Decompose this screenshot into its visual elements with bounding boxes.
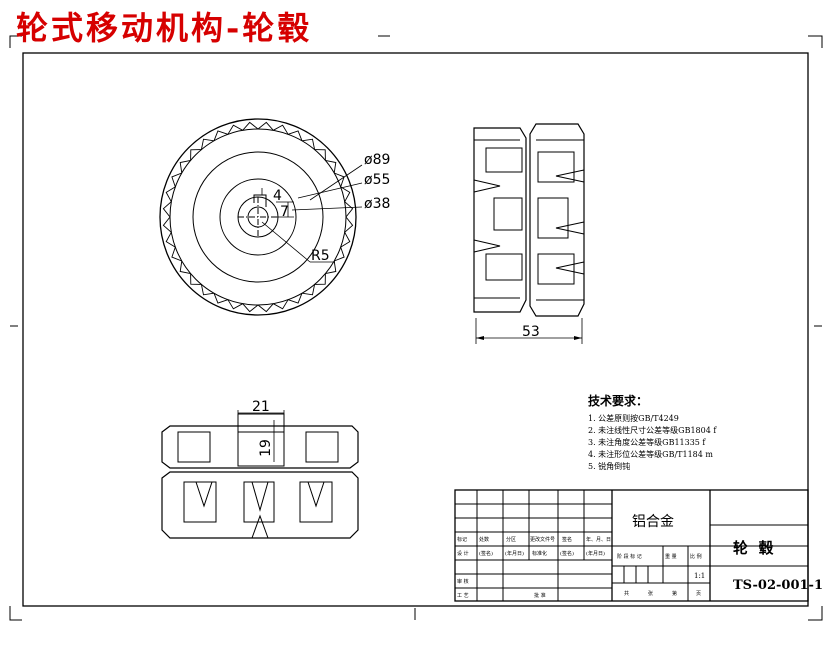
tread-tooth — [162, 201, 172, 218]
tread-tooth — [227, 124, 243, 135]
tread-tooth — [314, 273, 326, 285]
dim-keyway-depth: 7 — [280, 204, 289, 220]
tread-tooth — [344, 216, 354, 233]
tread-tooth — [325, 159, 337, 174]
change-sign-header: 签名 — [562, 536, 572, 543]
weight-label: 重 量 — [665, 553, 677, 560]
part-name: 轮 毂 — [733, 539, 773, 557]
tread-tooth — [344, 201, 354, 218]
dim-r5: R5 — [311, 248, 330, 264]
design-date: (年月日) — [505, 550, 524, 557]
tread-tooth — [287, 130, 303, 141]
dim-hub-19: 19 — [258, 439, 274, 457]
tread-tooth — [242, 121, 259, 131]
change-count-header: 处数 — [479, 536, 489, 543]
tread-tooth — [340, 186, 351, 202]
dim-hub-21: 21 — [252, 399, 270, 415]
tech-requirement-item: 5. 锐角倒钝 — [588, 462, 631, 471]
design-label: 设 计 — [457, 550, 469, 557]
tech-requirement-item: 3. 未注角度公差等级GB11335 f — [588, 438, 706, 447]
tread-tooth — [162, 216, 172, 233]
title-block — [454, 489, 809, 602]
tread-tooth — [213, 130, 229, 141]
sheet-num-label: 第 — [672, 590, 677, 597]
sheet-total-label: 共 — [624, 590, 629, 597]
tech-requirements-title: 技术要求： — [588, 394, 649, 408]
change-date-header: 年、月、日 — [586, 536, 611, 543]
standard-date: (年月日) — [586, 550, 605, 557]
standard-label: 标准化 — [532, 550, 547, 557]
tread-tooth — [200, 138, 215, 150]
sheet-unit-label: 张 — [648, 590, 653, 597]
top-view — [161, 410, 359, 539]
dim-d89: ø89 — [364, 152, 390, 168]
tech-requirement-item: 2. 未注线性尺寸公差等级GB1804 f — [588, 426, 717, 435]
tread-tooth — [171, 172, 182, 188]
dim-d38: ø38 — [364, 196, 390, 212]
front-view — [159, 118, 363, 316]
tech-requirement-item: 1. 公差原则按GB/T4249 — [588, 414, 679, 423]
approve-label: 批 准 — [534, 592, 546, 599]
design-sign: (签名) — [479, 550, 493, 557]
outer-frame — [9, 35, 823, 621]
tread-tooth — [242, 303, 259, 313]
tread-tooth — [273, 299, 289, 310]
review-label: 审 核 — [457, 578, 469, 585]
tread-tooth — [314, 149, 326, 161]
dim-d55: ø55 — [364, 172, 390, 188]
change-zone-header: 分区 — [506, 536, 516, 543]
tire-treads — [162, 121, 354, 313]
tread-tooth — [200, 284, 215, 296]
material-label: 铝合金 — [632, 514, 674, 530]
tread-tooth — [165, 232, 176, 248]
tread-tooth — [227, 299, 243, 310]
inner-border — [22, 52, 809, 607]
tread-tooth — [179, 159, 191, 174]
tread-tooth — [171, 246, 182, 262]
tread-tooth — [340, 232, 351, 248]
tread-tooth — [301, 284, 316, 296]
dim-keyway-width: 4 — [273, 188, 282, 204]
tech-requirement-item: 4. 未注形位公差等级GB/T1184 m — [588, 450, 713, 459]
standard-sign: (签名) — [560, 550, 574, 557]
drawing-number: TS-02-001-1 — [733, 578, 823, 593]
tread-tooth — [179, 260, 191, 275]
tread-tooth — [287, 293, 303, 304]
process-label: 工 艺 — [457, 593, 469, 599]
tread-tooth — [334, 246, 345, 262]
stage-label: 阶 段 标 记 — [617, 553, 642, 560]
tread-tooth — [325, 260, 337, 275]
change-doc-header: 更改文件号 — [530, 536, 555, 543]
tread-tooth — [213, 293, 229, 304]
tread-tooth — [301, 138, 316, 150]
technical-requirements: 技术要求： 1. 公差原则按GB/T4249 2. 未注线性尺寸公差等级GB18… — [588, 392, 716, 473]
tech-requirements-list: 1. 公差原则按GB/T4249 2. 未注线性尺寸公差等级GB1804 f 3… — [588, 413, 716, 473]
tread-tooth — [257, 121, 274, 131]
side-view — [473, 123, 585, 344]
scale-value: 1:1 — [694, 572, 705, 580]
tread-tooth — [257, 303, 274, 313]
tread-tooth — [273, 124, 289, 135]
scale-label: 比 例 — [690, 553, 702, 560]
page-label: 页 — [696, 591, 701, 597]
dim-width-53: 53 — [522, 324, 540, 340]
tread-tooth — [190, 149, 202, 161]
page-title: 轮式移动机构-轮毂 — [16, 9, 313, 47]
tread-tooth — [165, 186, 176, 202]
change-mark-header: 标记 — [457, 536, 467, 543]
tread-tooth — [190, 273, 202, 285]
